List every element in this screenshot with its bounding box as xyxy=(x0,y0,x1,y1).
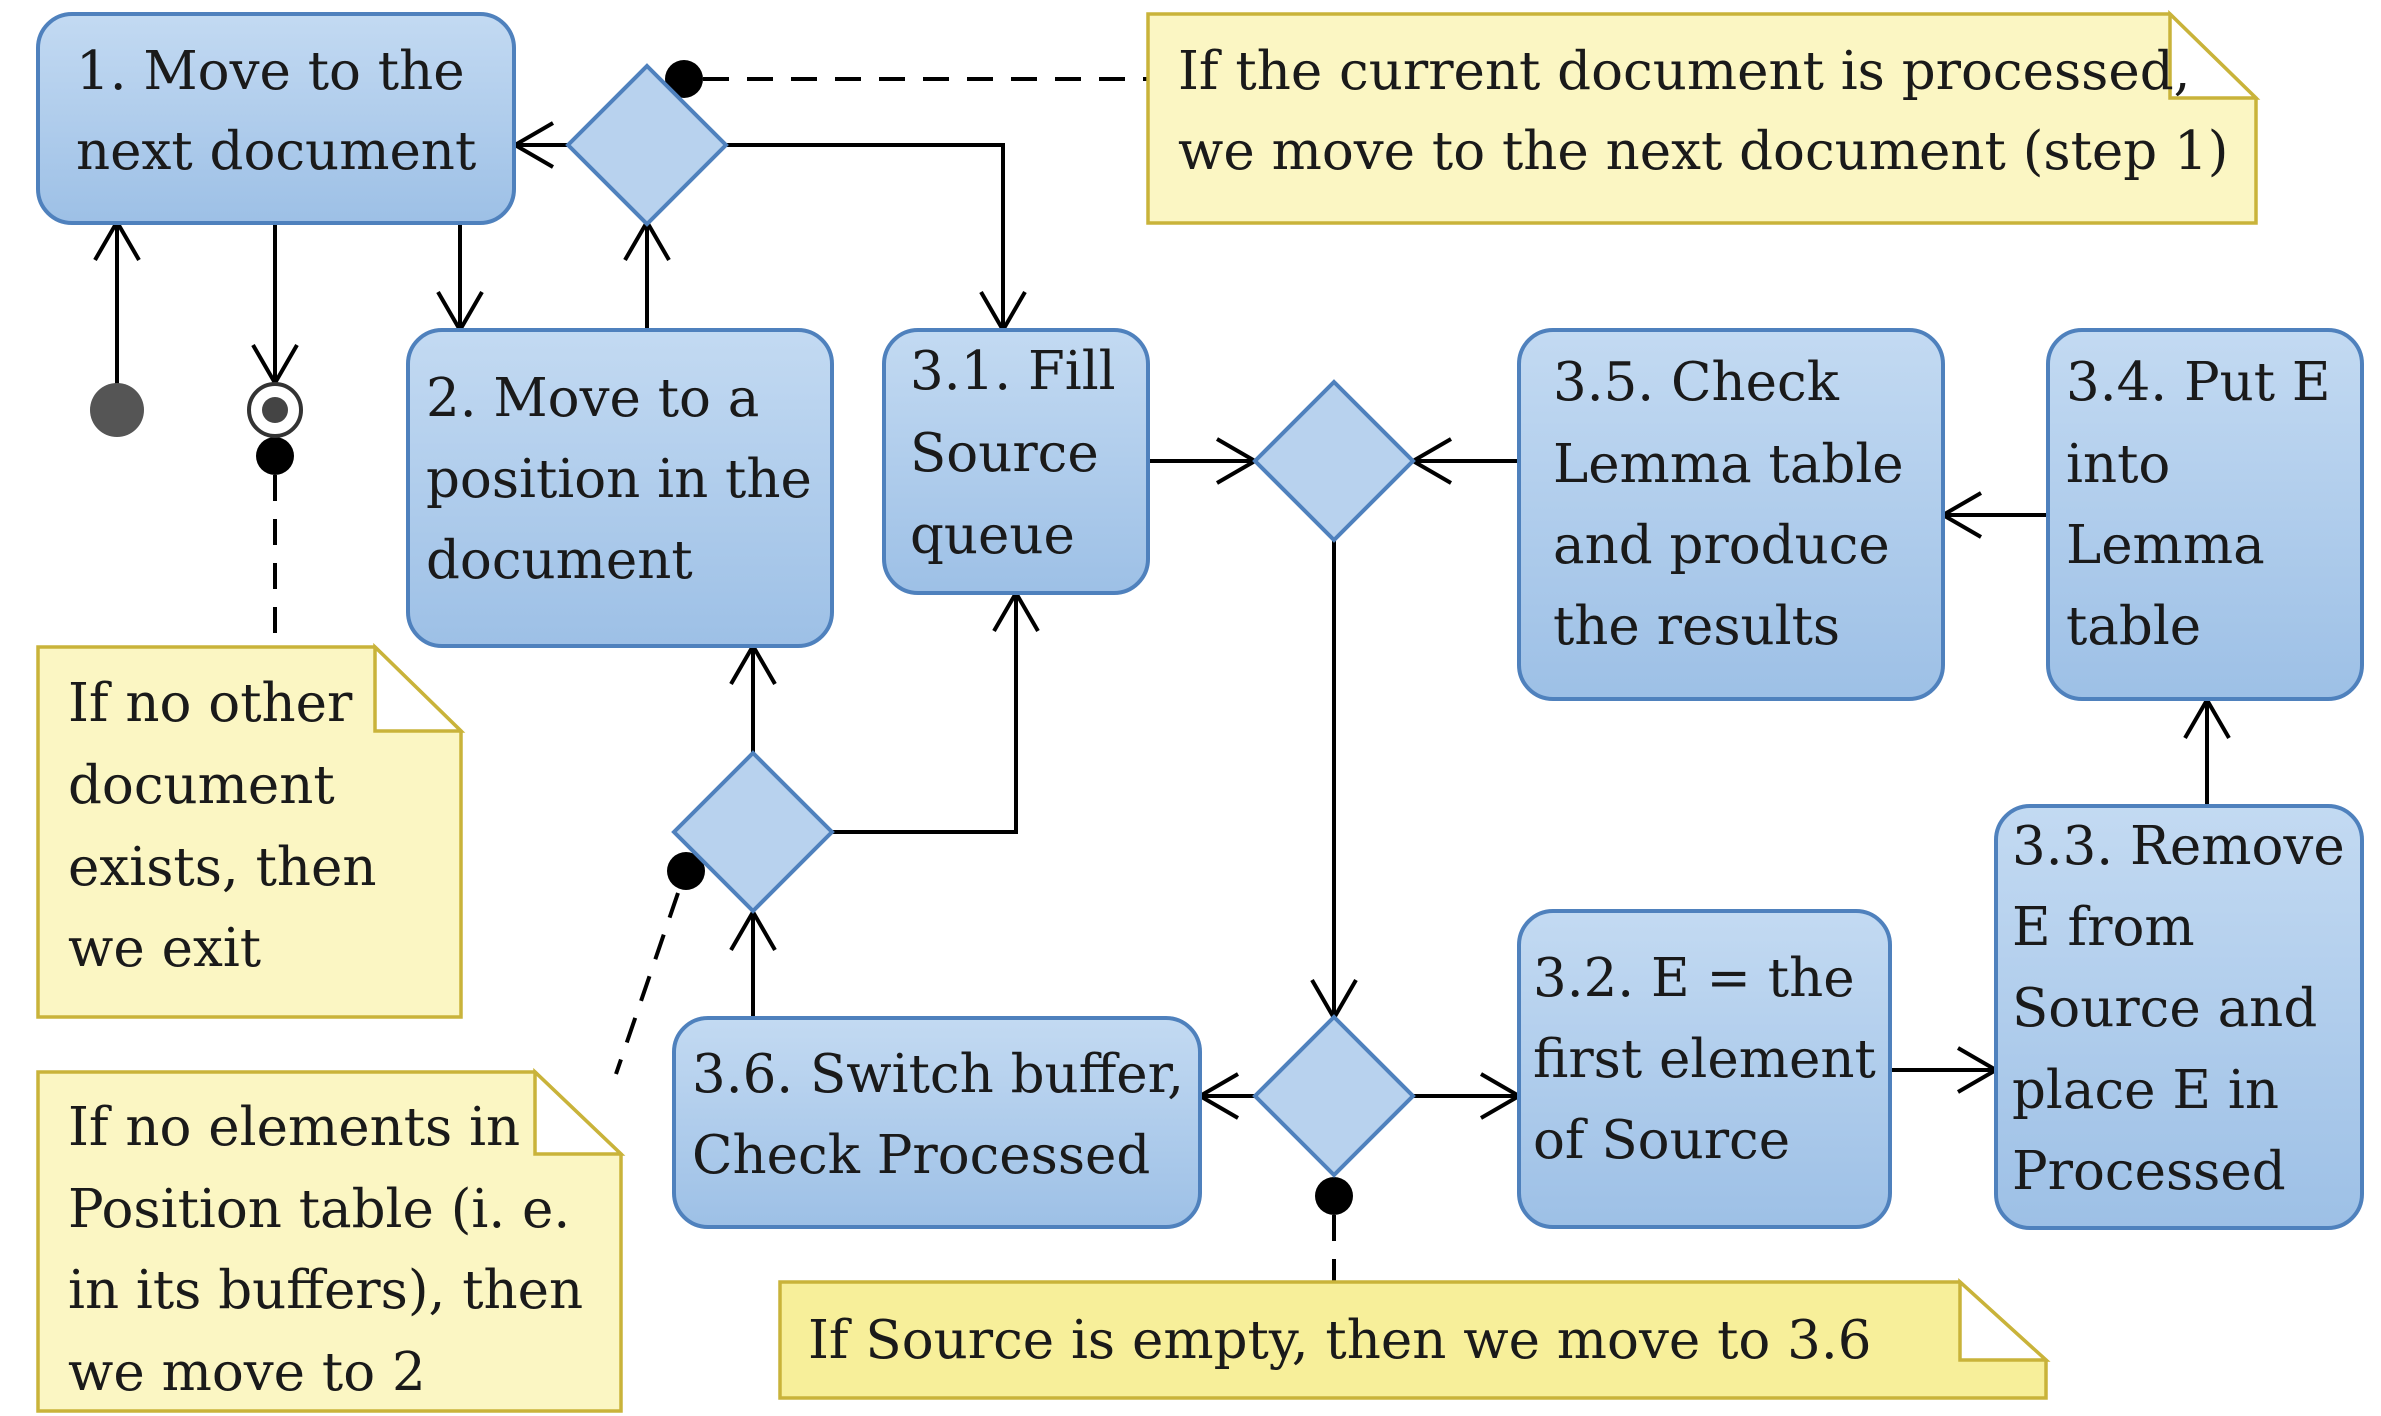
step33-label: 3.3. Remove E from Source and place E in… xyxy=(2012,816,2362,1202)
initial-node xyxy=(90,383,144,437)
decision-processed xyxy=(565,63,729,227)
step2-label: 2. Move to a position in the document xyxy=(426,368,829,591)
action-step2: 2. Move to a position in the document xyxy=(406,328,834,648)
step32-label: 3.2. E = the first element of Source xyxy=(1533,948,1893,1171)
note-exit: If no other document exists, then we exi… xyxy=(36,642,466,1019)
action-step1: 1. Move to the next document xyxy=(36,12,516,225)
edge-decision-to-step31-bottom xyxy=(832,593,1018,834)
edge-decision-to-step31 xyxy=(726,143,1005,330)
anchor-dot xyxy=(665,60,703,98)
action-step33: 3.3. Remove E from Source and place E in… xyxy=(1994,804,2364,1230)
decision-position-empty xyxy=(671,750,835,914)
anchor-dot xyxy=(1315,1177,1353,1215)
note-exit-text: If no other document exists, then we exi… xyxy=(68,673,393,979)
step36-label: 3.6. Switch buffer, Check Processed xyxy=(692,1044,1201,1186)
note-position-text: If no elements in Position table (i. e. … xyxy=(68,1097,600,1403)
connector-position-note xyxy=(614,892,680,1075)
action-step36: 3.6. Switch buffer, Check Processed xyxy=(672,1016,1202,1229)
step35-label: 3.5. Check Lemma table and produce the r… xyxy=(1553,352,1921,657)
action-step35: 3.5. Check Lemma table and produce the r… xyxy=(1517,328,1945,701)
step1-label: 1. Move to the next document xyxy=(76,41,481,182)
merge-node xyxy=(1252,379,1416,543)
note-processed-text: If the current document is processed, we… xyxy=(1178,41,2228,182)
decision-source-empty xyxy=(1252,1014,1416,1178)
action-step34: 3.4. Put E into Lemma table xyxy=(2046,328,2364,701)
note-connectors xyxy=(256,60,1353,1282)
anchor-dot xyxy=(256,437,294,475)
step34-label: 3.4. Put E into Lemma table xyxy=(2066,352,2347,657)
anchor-dot xyxy=(667,852,705,890)
action-step31: 3.1. Fill Source queue xyxy=(882,328,1150,595)
step31-label: 3.1. Fill Source queue xyxy=(910,341,1132,566)
note-source-empty: If Source is empty, then we move to 3.6 xyxy=(778,1278,2051,1400)
note-processed: If the current document is processed, we… xyxy=(1146,9,2261,225)
action-step32: 3.2. E = the first element of Source xyxy=(1517,909,1893,1229)
note-position: If no elements in Position table (i. e. … xyxy=(36,1067,626,1413)
final-node xyxy=(247,382,303,438)
note-source-empty-text: If Source is empty, then we move to 3.6 xyxy=(808,1310,1871,1371)
